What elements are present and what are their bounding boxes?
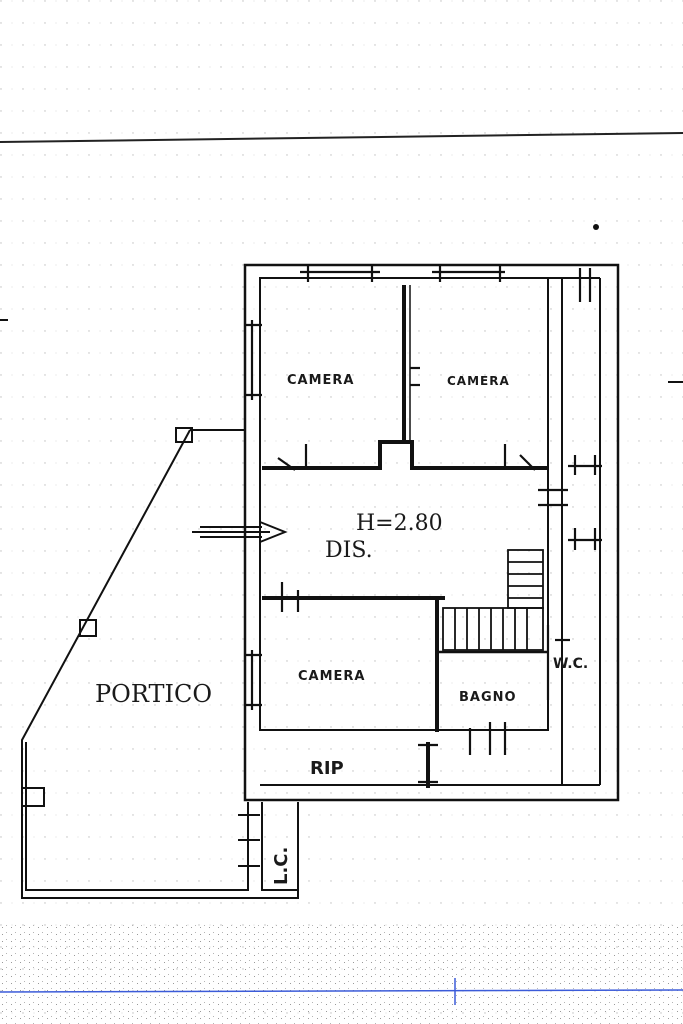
label-camera-bottom: CAMERA — [298, 669, 366, 684]
openings — [244, 264, 602, 784]
reference-dot — [593, 224, 599, 230]
portico-outline — [21, 427, 299, 899]
label-bagno: BAGNO — [459, 690, 517, 705]
label-camera-top-left: CAMERA — [287, 373, 355, 388]
label-lc: L.C. — [271, 847, 292, 885]
label-portico: PORTICO — [95, 680, 212, 708]
label-height: H=2.80 — [356, 511, 443, 536]
staircase — [442, 549, 544, 651]
interior-walls — [262, 285, 548, 788]
entrance-arrow — [192, 521, 288, 543]
label-camera-top-right: CAMERA — [447, 374, 510, 388]
scan-noise-band — [0, 925, 683, 1024]
label-dis: DIS. — [325, 538, 373, 563]
label-ripostiglio: RIP — [310, 758, 344, 779]
label-wc: W.C. — [553, 656, 588, 672]
scan-guide-line — [0, 989, 683, 993]
sheet-divider-line — [0, 132, 683, 143]
